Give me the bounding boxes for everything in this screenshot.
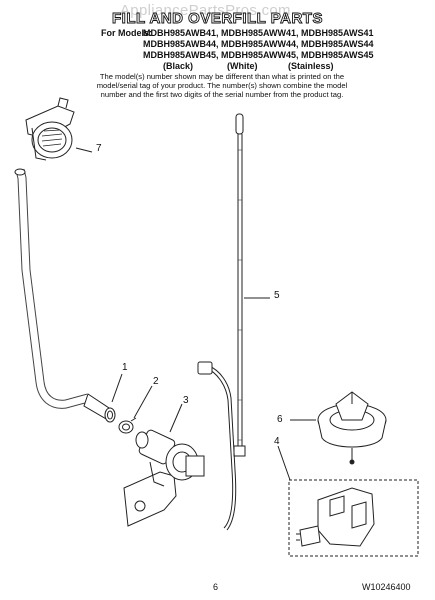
- callout-5: 5: [274, 290, 280, 301]
- leader-1: [111, 373, 123, 403]
- watermark: AppliancePartsPros.com: [120, 2, 291, 19]
- color-black: (Black): [163, 61, 194, 71]
- leader-3: [169, 403, 183, 433]
- part-7-vent: [25, 97, 75, 161]
- part-3-valve: [123, 429, 205, 527]
- part-6-float: [317, 391, 387, 465]
- model-row: MDBH985AWB41, MDBH985AWW41, MDBH985AWS41: [143, 28, 374, 38]
- color-white: (White): [227, 61, 258, 71]
- callout-4: 4: [274, 436, 280, 447]
- model-row: MDBH985AWB44, MDBH985AWW44, MDBH985AWS44: [143, 39, 374, 49]
- model-note: The model(s) number shown may be differe…: [96, 72, 348, 99]
- page-number: 6: [213, 582, 219, 592]
- callout-6: 6: [277, 414, 283, 425]
- color-stainless: (Stainless): [288, 61, 334, 71]
- callout-7: 7: [96, 143, 102, 154]
- leader-7: [75, 147, 93, 153]
- callout-2: 2: [153, 376, 159, 387]
- document-code: W10246400: [362, 582, 411, 592]
- part-4-switch: [288, 479, 419, 557]
- part-5-rod: [233, 113, 246, 457]
- leader-2: [133, 385, 153, 419]
- callout-1: 1: [122, 362, 128, 373]
- page-title: FILL AND OVERFILL PARTS: [112, 10, 323, 28]
- wire-harness: [197, 361, 237, 531]
- part-2-clamp: [118, 417, 137, 434]
- models-label: For Models:: [101, 28, 152, 38]
- model-row: MDBH985AWB45, MDBH985AWW45, MDBH985AWS45: [143, 50, 374, 60]
- part-1-hose: [83, 393, 116, 423]
- leader-4: [277, 445, 291, 481]
- callout-3: 3: [183, 395, 189, 406]
